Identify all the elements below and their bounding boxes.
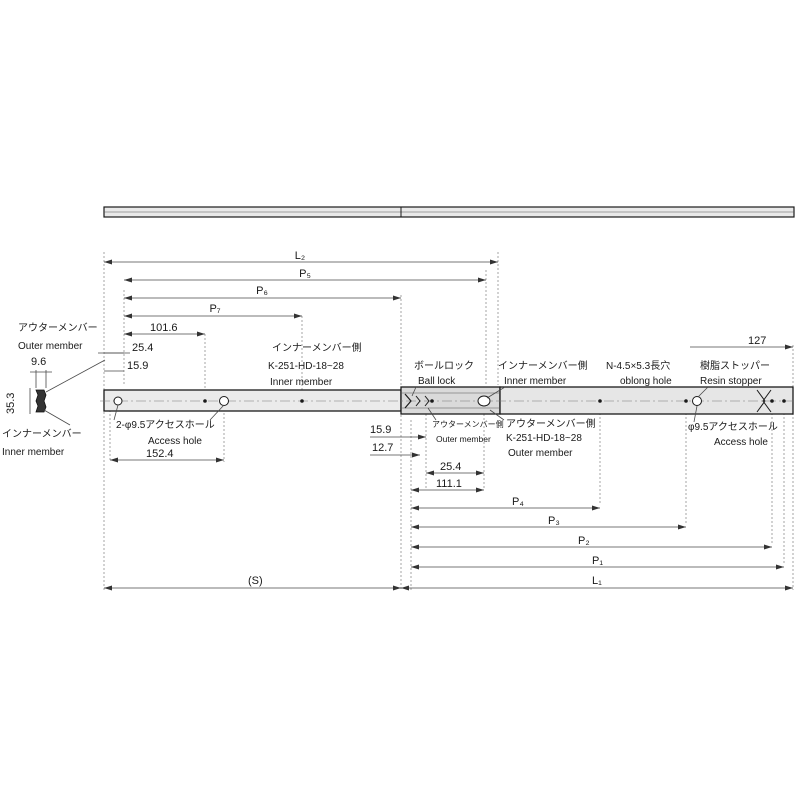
dim-S-label: (S) [248, 575, 263, 587]
access-hole-right-jp: φ9.5アクセスホール [688, 421, 778, 433]
dim-15-9-top: 15.9 [127, 360, 148, 372]
bottom-dimensions: P₄ P₃ P₂ P₁ (S) L₁ [104, 496, 793, 591]
top-view-rail [103, 206, 795, 218]
access-hole-left-jp: 2-φ9.5アクセスホール [116, 419, 215, 431]
inner-side-label-jp: インナーメンバー側 [272, 341, 362, 354]
dim-35-3: 35.3 [5, 393, 17, 414]
inner-side-label-en-2: Inner member [504, 376, 567, 387]
outer-member-label-jp: アウターメンバー [18, 322, 98, 334]
dim-P7-label: P₇ [209, 303, 220, 315]
extension-lines [103, 252, 794, 590]
inner-side-model: K-251-HD-18~28 [268, 361, 344, 372]
resin-stopper-label-jp: 樹脂ストッパー [700, 359, 770, 372]
dim-9-6: 9.6 [31, 356, 46, 368]
oblong-hole-label-en: oblong hole [620, 376, 672, 387]
cross-section: 9.6 35.3 [5, 356, 106, 426]
outer-side-model: K-251-HD-18~28 [506, 433, 582, 444]
dim-101-6: 101.6 [150, 322, 178, 334]
oblong-hole-label-jp: N-4.5×5.3長穴 [606, 359, 670, 372]
dim-111-1: 111.1 [436, 478, 462, 490]
ball-lock-label-en: Ball lock [418, 376, 456, 387]
dim-P2-label: P₂ [578, 535, 590, 547]
inner-side-label-jp-2: インナーメンバー側 [498, 359, 588, 372]
dim-L1-label: L₁ [592, 575, 602, 587]
access-hole-right-en: Access hole [714, 437, 768, 448]
top-dimensions: L₂ P₅ P₆ P₇ 101.6 25.4 15.9 127 [98, 250, 793, 395]
dim-P5-label: P₅ [299, 268, 311, 280]
dim-25-4-top: 25.4 [132, 342, 153, 354]
dim-P3-label: P₃ [548, 515, 560, 527]
dim-15-9-bottom: 15.9 [370, 424, 391, 436]
inner-member-label-en: Inner member [2, 447, 65, 458]
dim-P6-label: P₆ [256, 285, 268, 297]
ball-lock-label-jp: ボールロック [414, 360, 474, 372]
dim-L2-label: L₂ [295, 250, 305, 262]
dim-127: 127 [748, 335, 766, 347]
resin-stopper-label-en: Resin stopper [700, 376, 762, 387]
dim-152-4: 152.4 [146, 448, 174, 460]
inner-member-label-jp: インナーメンバー [2, 428, 82, 440]
dim-P4-label: P₄ [512, 496, 524, 508]
outer-side-label-en: Outer member [508, 448, 573, 459]
rail-side-view [100, 386, 797, 415]
outer-member-label-en: Outer member [18, 341, 83, 352]
inner-side-label-en: Inner member [270, 377, 333, 388]
access-hole-left-en: Access hole [148, 436, 202, 447]
lower-center-dimensions: 15.9 12.7 25.4 111.1 [370, 424, 484, 493]
outer-side-small-jp: アウターメンバー側 [432, 419, 504, 429]
outer-side-label-jp: アウターメンバー側 [506, 417, 596, 430]
dim-25-4-bottom: 25.4 [440, 461, 461, 473]
outer-side-small-en: Outer member [436, 434, 491, 444]
dim-P1-label: P₁ [592, 555, 603, 567]
dim-12-7: 12.7 [372, 442, 393, 454]
